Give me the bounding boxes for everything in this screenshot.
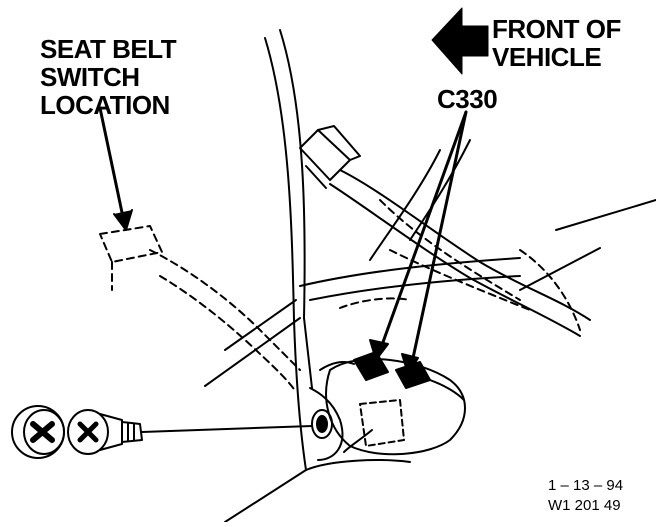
figure-code-label: W1 201 49 — [548, 497, 621, 514]
floor-lines — [204, 199, 656, 387]
c330-arrows — [369, 110, 468, 375]
seat-belt-switch-arrow — [98, 106, 133, 231]
seat-label-line-3: LOCATION — [40, 90, 170, 120]
connector-label: C330 — [437, 84, 498, 114]
pillar-trim-panel — [224, 29, 411, 523]
screw-cap-icon — [11, 405, 65, 459]
upper-harness — [299, 125, 591, 337]
front-label-line-1: FRONT OF — [492, 14, 621, 44]
switch-bracket — [325, 358, 466, 456]
date-label: 1 – 13 – 94 — [548, 477, 624, 494]
seat-label-line-1: SEAT BELT — [40, 34, 177, 64]
seat-belt-switch-location-label: SEAT BELT SWITCH LOCATION — [40, 34, 177, 120]
retainer-pin-icon — [67, 409, 313, 455]
front-direction-arrow-icon — [431, 7, 489, 75]
front-of-vehicle-label: FRONT OF VEHICLE — [492, 16, 621, 72]
seat-label-line-2: SWITCH — [40, 62, 140, 92]
c330-connectors — [319, 351, 465, 401]
front-label-line-2: VEHICLE — [492, 42, 602, 72]
hidden-harness — [99, 199, 581, 393]
mounting-hole — [311, 409, 333, 439]
